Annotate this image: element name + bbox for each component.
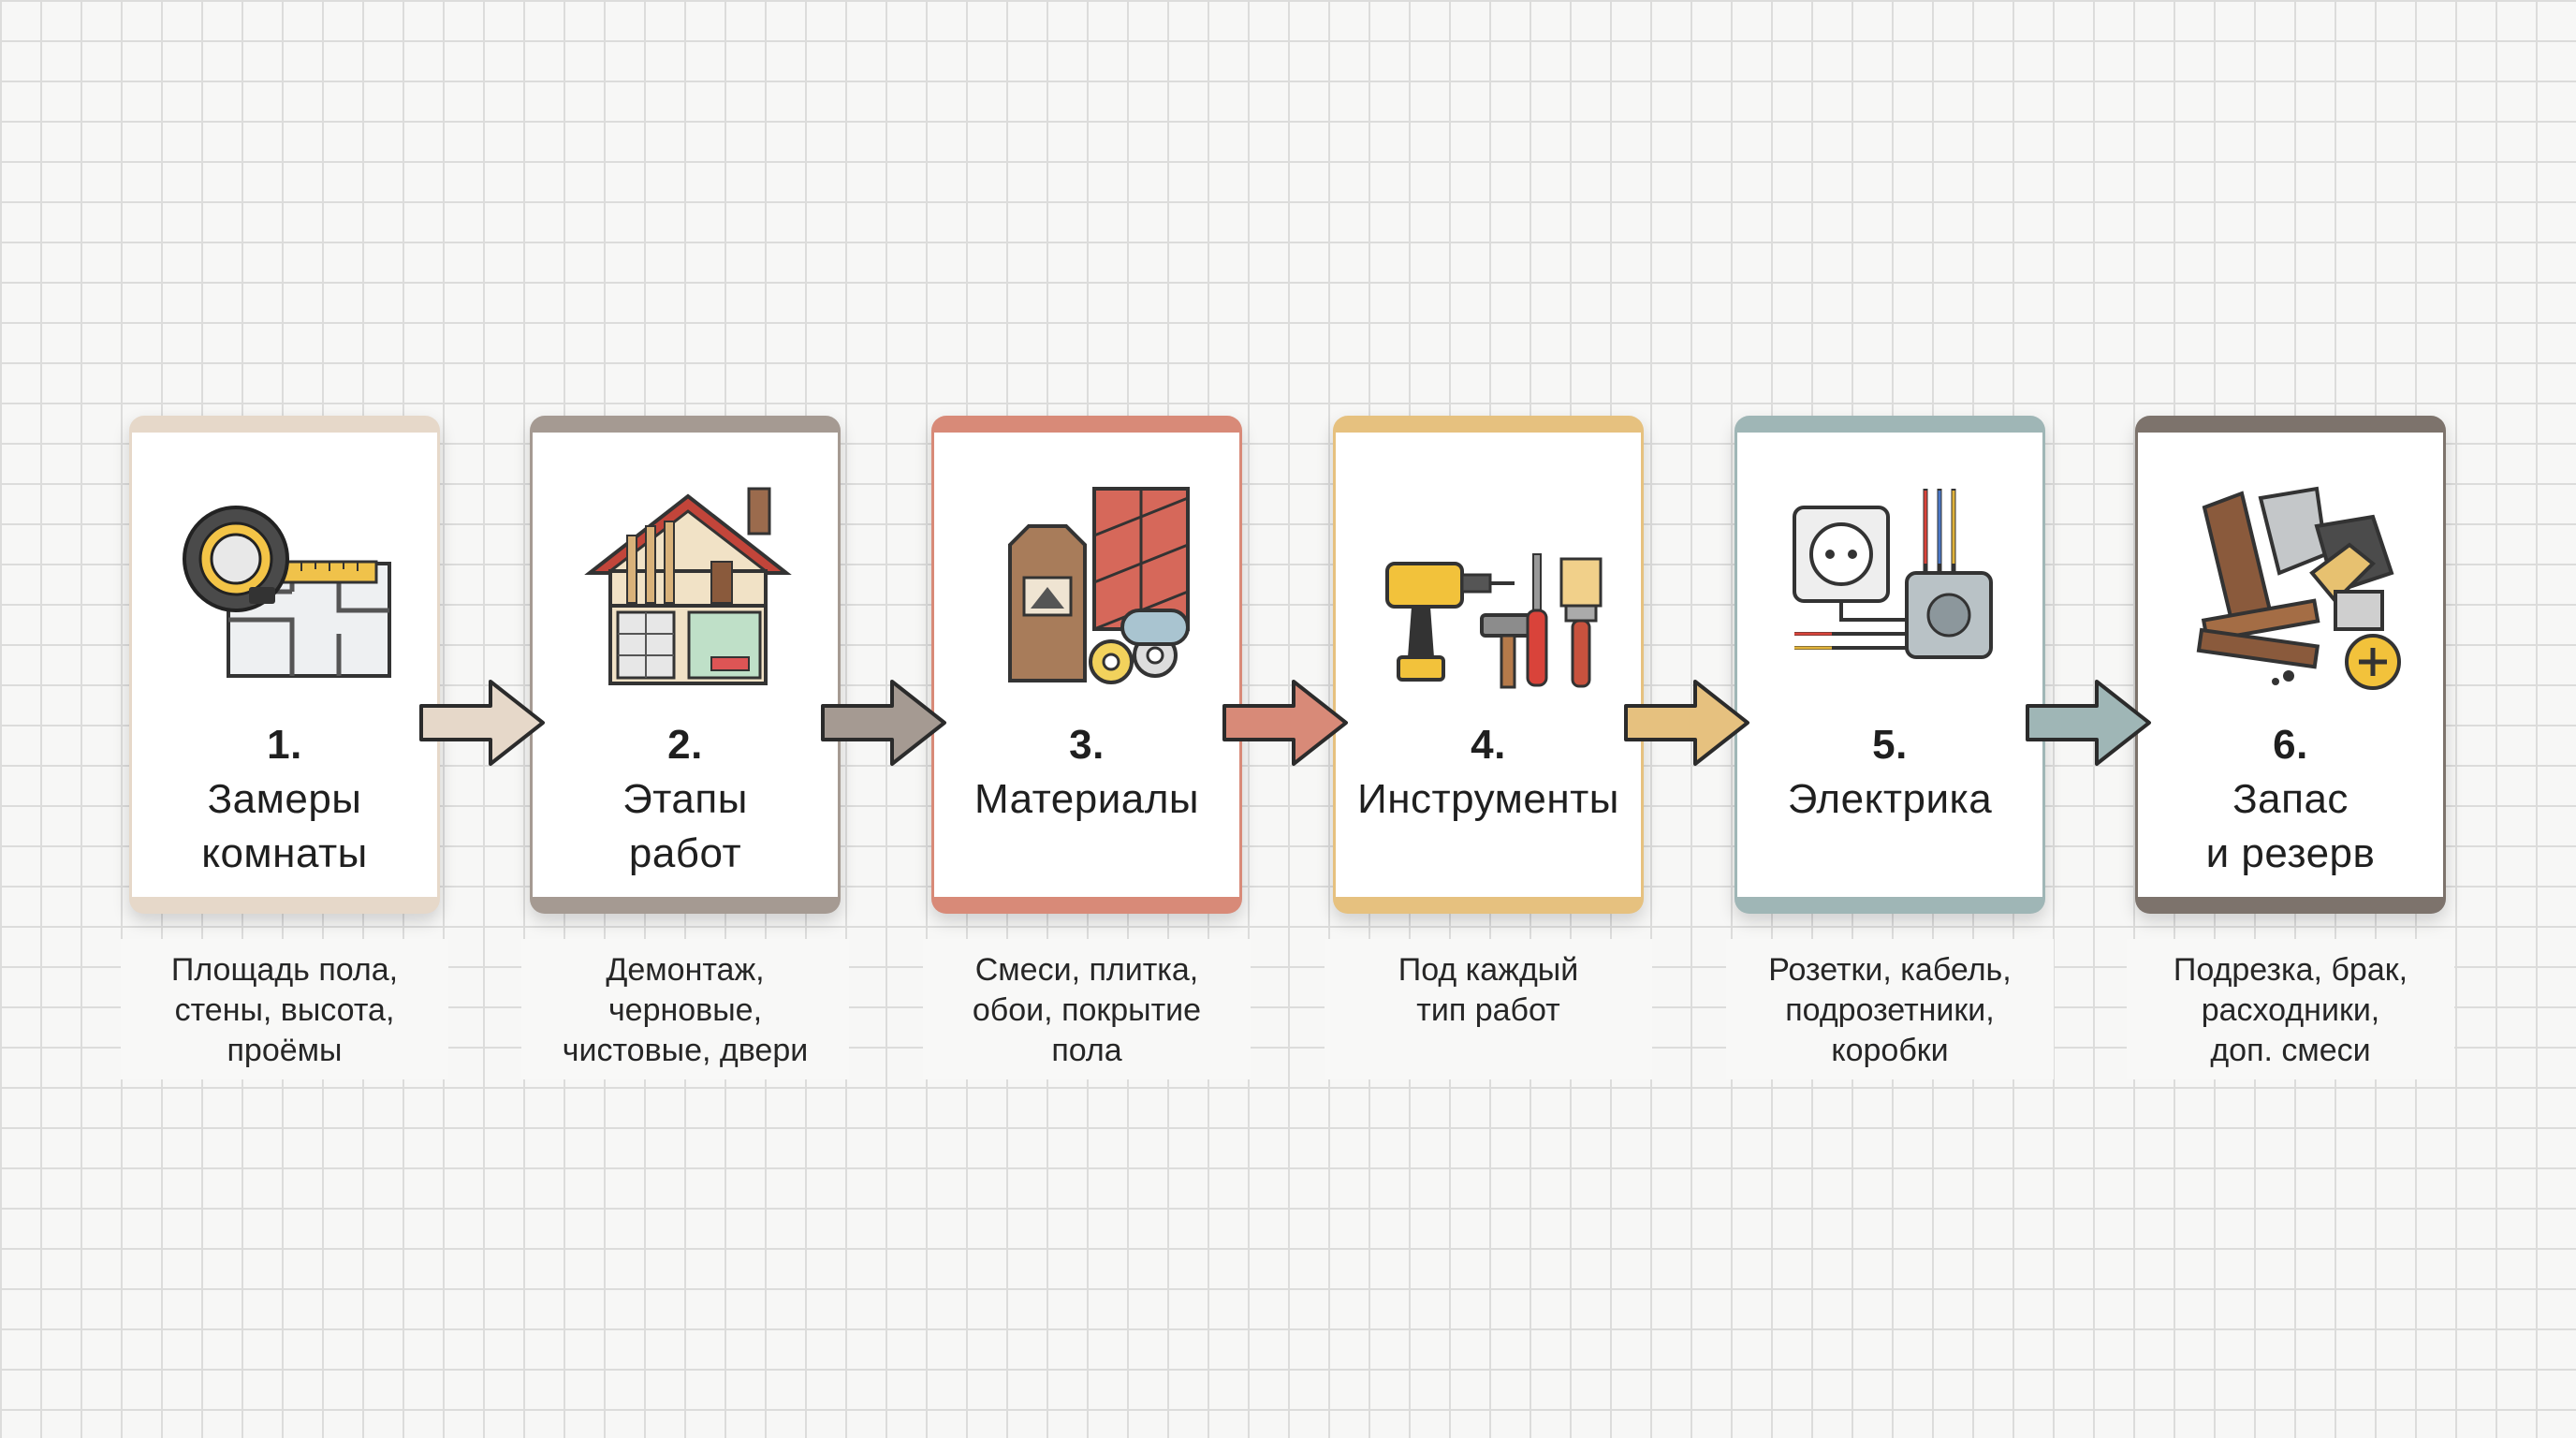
step-label: Этапы работ [622,776,748,876]
step-title: 2. Этапы работ [538,718,832,881]
step-description: Под каждый тип работ [1325,939,1652,1079]
step-description: Розетки, кабель, подрозетники, коробки [1726,939,2054,1079]
step-number: 5. [1872,722,1908,768]
step-card-measurements: 1. Замеры комнаты [129,416,440,914]
step-description-text: Смеси, плитка, обои, покрытие пола [972,952,1202,1068]
materials-icon [973,470,1207,704]
tape-measure-floorplan-icon [170,470,404,704]
step-title: 1. Замеры комнаты [138,718,432,881]
step-label: Инструменты [1357,776,1619,822]
step-title: 3. Материалы [940,718,1234,827]
step-description: Смеси, плитка, обои, покрытие пола [923,939,1251,1079]
flow-arrow [417,678,549,768]
step-title: 4. Инструменты [1341,718,1635,827]
flow-arrow [1622,678,1753,768]
step-description: Подрезка, брак, расходники, доп. смеси [2127,939,2454,1079]
step-number: 6. [2273,722,2308,768]
step-card-tools: 4. Инструменты [1333,416,1644,914]
step-title: 5. Электрика [1743,718,2037,827]
step-label: Запас и резерв [2205,776,2376,876]
flow-arrow [819,678,950,768]
step-number: 3. [1069,722,1105,768]
reserve-materials-icon [2176,470,2410,704]
step-number: 2. [667,722,703,768]
step-description: Площадь пола, стены, высота, проёмы [121,939,448,1079]
step-label: Электрика [1787,776,1993,822]
step-number: 1. [267,722,302,768]
flow-arrow [1221,678,1352,768]
step-card-electrics: 5. Электрика [1734,416,2045,914]
step-description-text: Подрезка, брак, расходники, доп. смеси [2173,952,2408,1068]
flow-arrow [2024,678,2155,768]
step-card-materials: 3. Материалы [931,416,1242,914]
step-number: 4. [1471,722,1506,768]
step-description-text: Площадь пола, стены, высота, проёмы [170,952,399,1068]
house-cutaway-icon [571,470,805,704]
electrical-socket-icon [1776,470,2010,704]
step-title: 6. Запас и резерв [2144,718,2437,881]
step-label: Материалы [973,776,1200,822]
step-label: Замеры комнаты [201,776,368,876]
step-description-text: Розетки, кабель, подрозетники, коробки [1768,952,2012,1068]
step-card-reserve: 6. Запас и резерв [2135,416,2446,914]
tools-icon [1374,470,1608,704]
step-description: Демонтаж, черновые, чистовые, двери [521,939,849,1079]
step-card-work-stages: 2. Этапы работ [530,416,841,914]
step-description-text: Демонтаж, черновые, чистовые, двери [562,952,809,1068]
step-description-text: Под каждый тип работ [1398,952,1579,1028]
